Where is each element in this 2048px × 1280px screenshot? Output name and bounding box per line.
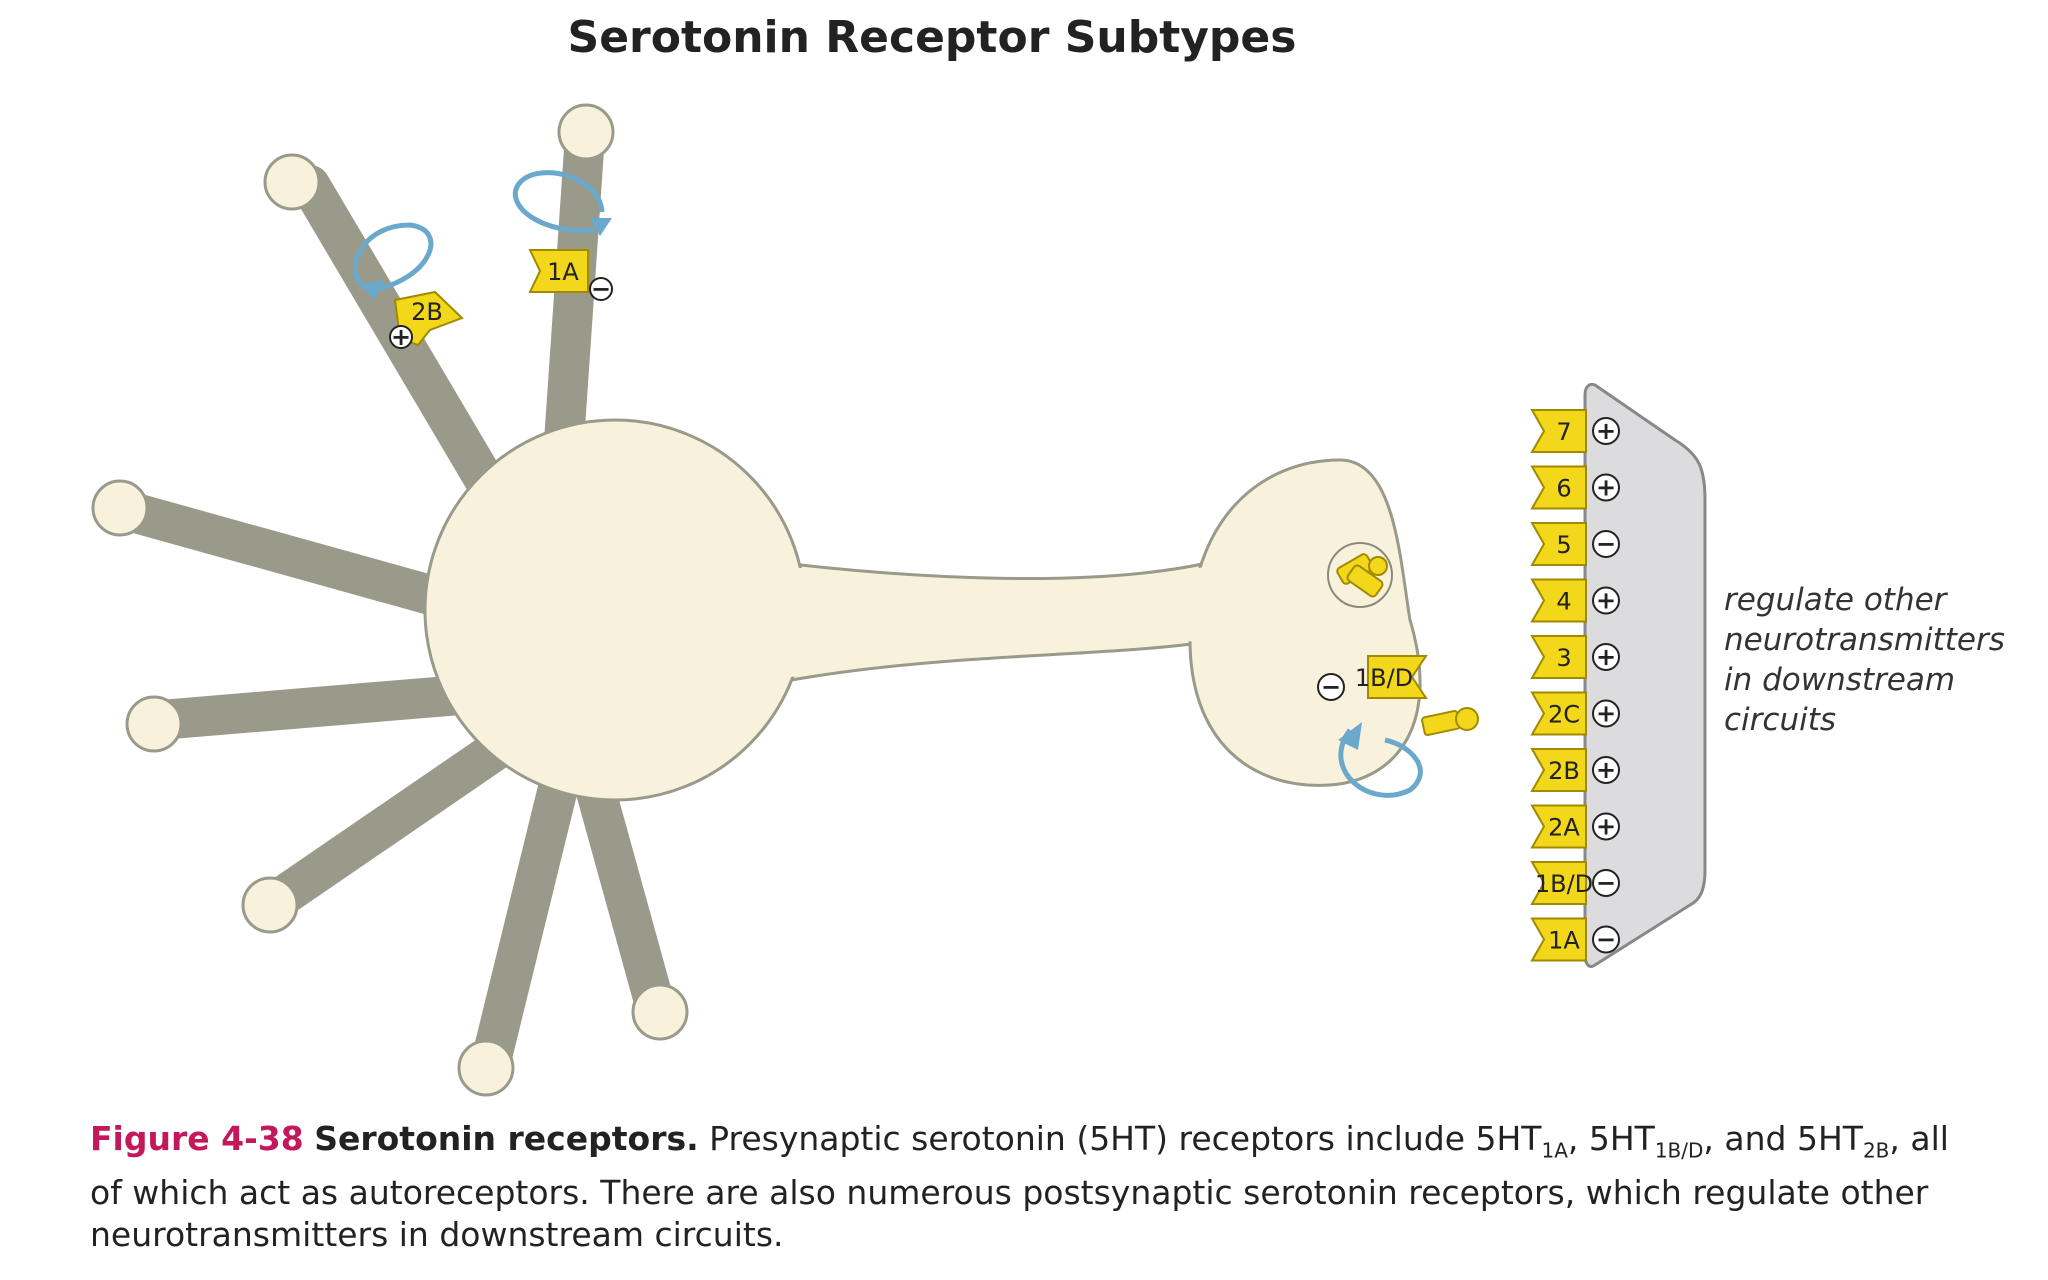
receptor-shape [1530,409,1587,453]
caption-text: , 5HT [1567,1119,1655,1158]
neuron-fill-overlay [428,423,1222,797]
receptor-sign: + [1596,474,1616,502]
receptor-sign: − [1321,673,1341,701]
receptor-sign: − [1596,926,1616,954]
caption-text: , all of which act as autoreceptors. The… [90,1119,1949,1254]
receptor-label: 2A [1548,814,1580,842]
feedback-arrow-icon [353,222,434,293]
receptor-label: 1B/D [1355,664,1413,692]
receptor-sign: + [1596,417,1616,445]
dendrites [105,115,675,1085]
receptor-shape [1530,522,1587,566]
arrowhead-icon [1338,722,1362,750]
receptor-sign: + [1596,643,1616,671]
postsynaptic-receptor: 4+ [1530,578,1620,623]
postsynaptic-receptor: 2A + [1530,804,1620,849]
postsynaptic-receptor: 1A− [1530,917,1620,962]
sign-circle [1592,417,1620,445]
sign-circle [1592,530,1620,558]
autoreceptor-1A: 1A − [512,170,613,303]
sign-circle [1592,643,1620,671]
sign-circle [1592,925,1620,954]
figure-caption: Figure 4-38 Serotonin receptors. Presyna… [90,1118,1970,1256]
synaptic-vesicle [1327,542,1393,608]
serotonin-molecule [1421,707,1479,736]
caption-subscript: 1A [1541,1138,1568,1163]
receptor-label: 1A [547,258,579,286]
receptor-sign: − [1596,530,1616,558]
sign-circle [1592,473,1620,502]
note-line: in downstream [1724,662,1955,698]
sign-circle [1592,869,1620,897]
receptor-label: 2B [1548,757,1580,785]
receptor-shape [1530,578,1587,623]
sign-circle [1592,699,1620,728]
receptor-shape [1530,748,1587,792]
note-line: circuits [1724,702,1836,738]
receptor-sign: − [591,275,611,303]
receptor-label: 1B/D [1535,870,1593,898]
receptor-label: 3 [1556,644,1571,672]
receptor-label: 2C [1548,701,1580,729]
axon-terminal [1188,458,1422,787]
postsynaptic-receptor: 5− [1530,522,1620,566]
feedback-arrow-icon [1338,728,1423,798]
postsynaptic-receptor: 6+ [1530,465,1620,510]
feedback-arrow-icon [512,170,605,234]
receptor-label: 1A [1548,927,1580,955]
receptor-sign: + [1596,813,1616,841]
caption-subscript: 1B/D [1654,1138,1704,1163]
postsynaptic-receptor: 1B/D− [1530,861,1620,905]
postsynaptic-receptor: 2B + [1530,748,1620,792]
receptor-label: 7 [1556,418,1571,446]
arrowhead-icon [360,280,384,300]
note-line: regulate other [1724,582,1949,618]
receptor-shape [1530,861,1587,905]
receptor-sign: + [1596,756,1616,784]
postsynaptic-receptor: 3+ [1530,635,1620,679]
receptor-shape [1530,804,1587,849]
receptor-label: 4 [1556,588,1571,616]
receptor-shape [1530,917,1587,962]
postsynaptic-receptor: 7+ [1530,409,1620,453]
arrowhead-icon [590,218,612,236]
postsynaptic-receptor-column: 7+6+5−4+3+2C+2B+2A+1B/D−1A− [1530,409,1620,962]
receptor-shape [1530,635,1587,679]
postsynaptic-receptor: 2C + [1530,691,1620,736]
figure-label: Figure 4-38 [90,1119,304,1158]
sign-circle [389,325,413,349]
autoreceptor-2B: 2B + [353,222,464,351]
caption-text: , and 5HT [1703,1119,1863,1158]
diagram-title: Serotonin Receptor Subtypes [568,12,1297,63]
receptor-sign: + [391,323,411,351]
caption-subscript: 2B [1862,1138,1890,1163]
receptor-label: 2B [411,298,443,326]
receptor-sign: + [1596,587,1616,615]
receptor-label: 6 [1556,475,1571,503]
receptor-sign: − [1596,869,1616,897]
receptor-shape [1530,691,1587,736]
sign-circle [1592,756,1620,784]
sign-circle [1592,586,1620,615]
sign-circle [589,277,613,301]
receptor-label: 5 [1556,531,1571,559]
caption-lead: Serotonin receptors. [314,1119,699,1158]
note-line: neurotransmitters [1724,622,2005,658]
downstream-note: regulate other neurotransmitters in down… [1724,582,2005,738]
sign-circle [1317,673,1345,701]
autoreceptor-1B-D: 1B/D − [1317,655,1428,798]
caption-text: Presynaptic serotonin (5HT) receptors in… [709,1119,1542,1158]
dendrite-tips [91,103,689,1097]
receptor-sign: + [1596,700,1616,728]
sign-circle [1592,812,1620,841]
receptor-shape [1530,465,1587,510]
